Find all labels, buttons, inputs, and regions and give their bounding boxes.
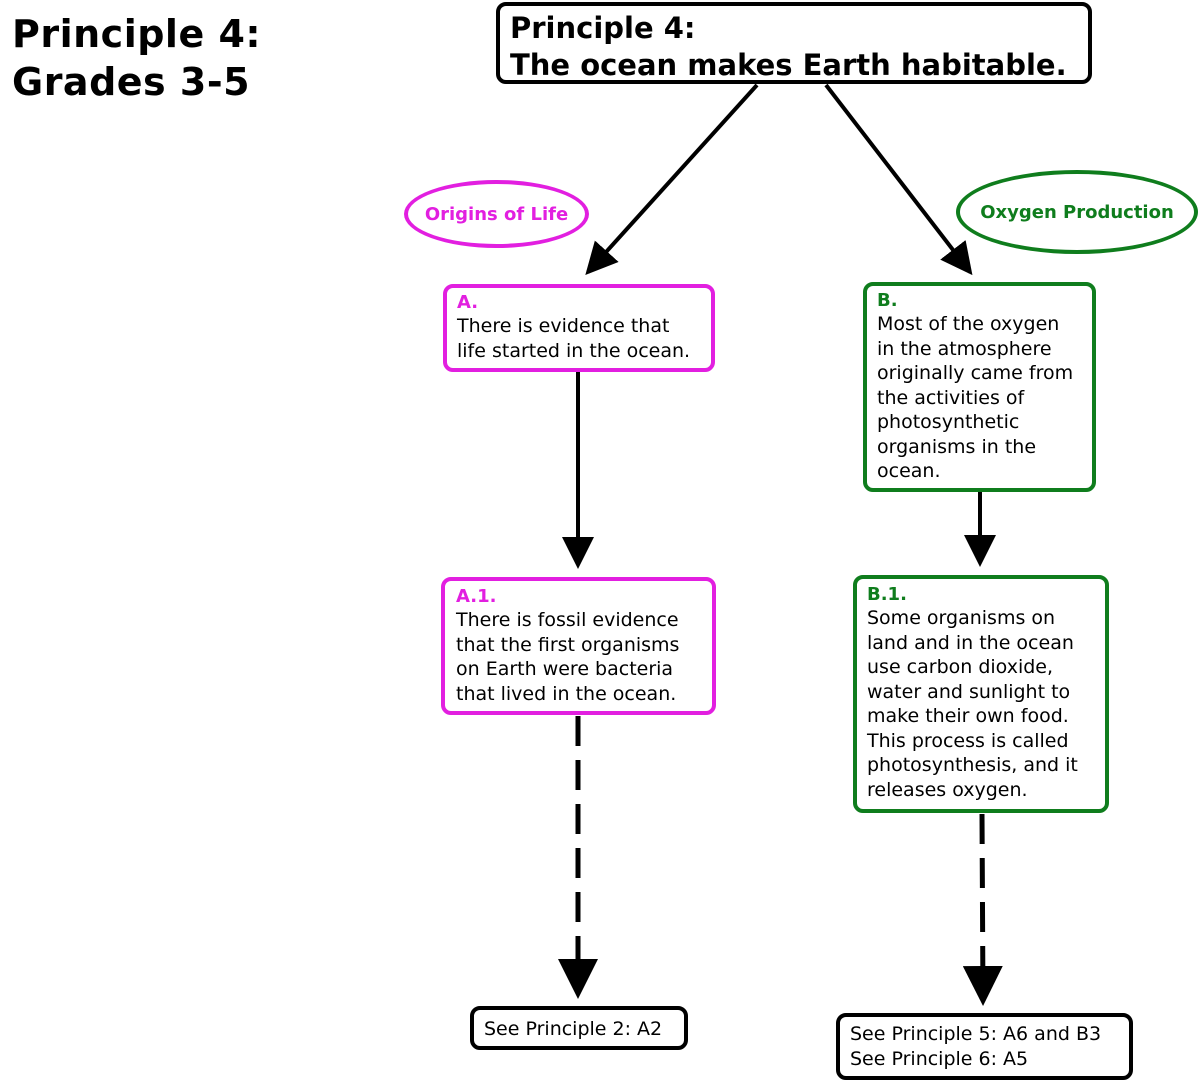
main-concept-statement: The ocean makes Earth habitable. [510, 48, 1067, 82]
page-title: Principle 4: Grades 3-5 [12, 10, 261, 106]
concept-text-line: originally came from [877, 362, 1074, 384]
concept-label: B. [877, 290, 898, 311]
concept-text-line: This process is called [867, 729, 1069, 752]
concept-text-line: Some organisms on [867, 607, 1056, 629]
concept-text-line: water and sunlight to [867, 680, 1071, 703]
concept-text-line: in the atmosphere [877, 337, 1052, 360]
arrow-main-to-b [824, 83, 973, 276]
dashed-arrow-b1-to-reference [962, 813, 1003, 1006]
theme-label: Oxygen Production [980, 201, 1174, 223]
main-concept-heading: Principle 4: [510, 11, 696, 45]
theme-label: Origins of Life [424, 203, 569, 225]
concept-text-line: land and in the ocean [867, 631, 1074, 654]
concept-text-line: make their own food. [867, 705, 1069, 727]
concept-text-line: There is fossil evidence [456, 609, 679, 631]
reference-box-b: See Principle 5: A6 and B3 See Principle… [836, 1013, 1133, 1080]
reference-text: See Principle 2: A2 [484, 1018, 663, 1040]
page-title-line-2: Grades 3-5 [12, 60, 251, 104]
concept-text-line: photosynthetic [877, 411, 1020, 433]
concept-box-b1: B.1. Some organisms on land and in the o… [853, 575, 1109, 813]
concept-text-line: organisms in the [877, 435, 1037, 458]
concept-text-line: that the first organisms [456, 633, 680, 656]
concept-text-line: Most of the oxygen [877, 313, 1060, 335]
arrow-main-to-a [585, 83, 759, 275]
concept-text-line: ocean. [877, 460, 941, 482]
reference-text: See Principle 5: A6 and B3 [850, 1023, 1102, 1045]
concept-label: A.1. [456, 586, 497, 607]
page-title-line-1: Principle 4: [12, 12, 262, 56]
theme-origins-of-life: Origins of Life [404, 180, 589, 248]
concept-text-line: the activities of [877, 386, 1025, 409]
main-concept-box: Principle 4: The ocean makes Earth habit… [496, 2, 1092, 84]
concept-text-line: releases oxygen. [867, 778, 1028, 801]
concept-box-a: A. There is evidence that life started i… [443, 284, 715, 372]
concept-text-line: life started in the ocean. [457, 339, 691, 362]
concept-label: B.1. [867, 584, 907, 605]
concept-text-line: There is evidence that [457, 315, 670, 337]
concept-text-line: photosynthesis, and it [867, 754, 1078, 776]
concept-box-a1: A.1. There is fossil evidence that the f… [441, 577, 716, 715]
concept-text-line: that lived in the ocean. [456, 682, 677, 705]
concept-box-b: B. Most of the oxygen in the atmosphere … [863, 282, 1096, 492]
theme-oxygen-production: Oxygen Production [956, 170, 1198, 254]
concept-label: A. [457, 292, 479, 313]
reference-text: See Principle 6: A5 [850, 1047, 1029, 1070]
concept-text-line: use carbon dioxide, [867, 656, 1054, 678]
concept-text-line: on Earth were bacteria [456, 658, 674, 680]
reference-box-a: See Principle 2: A2 [470, 1006, 688, 1050]
